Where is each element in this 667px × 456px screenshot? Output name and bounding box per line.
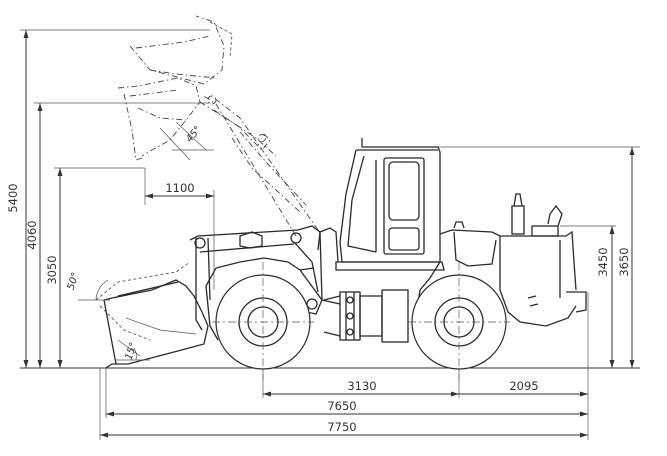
dim-3050-label: 3050 <box>45 255 59 284</box>
bucket-dumping: 45° <box>117 77 207 161</box>
bottom-dimensions: 3130 2095 7650 7750 <box>99 292 589 440</box>
bucket-ground: 50° 15° <box>66 261 209 369</box>
left-vertical-dimensions: 5400 4060 3050 <box>6 29 210 368</box>
angle-reference-lines <box>78 149 214 361</box>
reach-dimension: 1100 <box>144 168 215 290</box>
right-vertical-dimensions: 3450 3650 <box>362 146 640 368</box>
dim-7750-label: 7750 <box>327 420 356 434</box>
dim-2095-label: 2095 <box>509 379 538 393</box>
angle-15-label: 15° <box>124 341 140 361</box>
dim-7650-label: 7650 <box>327 399 356 413</box>
cab <box>335 138 445 271</box>
rear-wheel <box>408 262 510 380</box>
dim-1100-label: 1100 <box>165 181 194 195</box>
front-chassis <box>205 227 341 341</box>
dim-5400-label: 5400 <box>6 183 20 212</box>
front-wheel <box>212 262 314 380</box>
angle-45-label: 45° <box>184 124 204 145</box>
angle-50-label: 50° <box>66 271 82 291</box>
articulation-joint <box>323 289 409 343</box>
dim-3450-label: 3450 <box>596 247 610 276</box>
bucket-top-rolled <box>129 15 233 85</box>
dim-4060-label: 4060 <box>25 220 39 249</box>
dim-3130-label: 3130 <box>347 379 376 393</box>
dim-3650-label: 3650 <box>617 247 631 276</box>
raised-boom <box>199 95 319 237</box>
